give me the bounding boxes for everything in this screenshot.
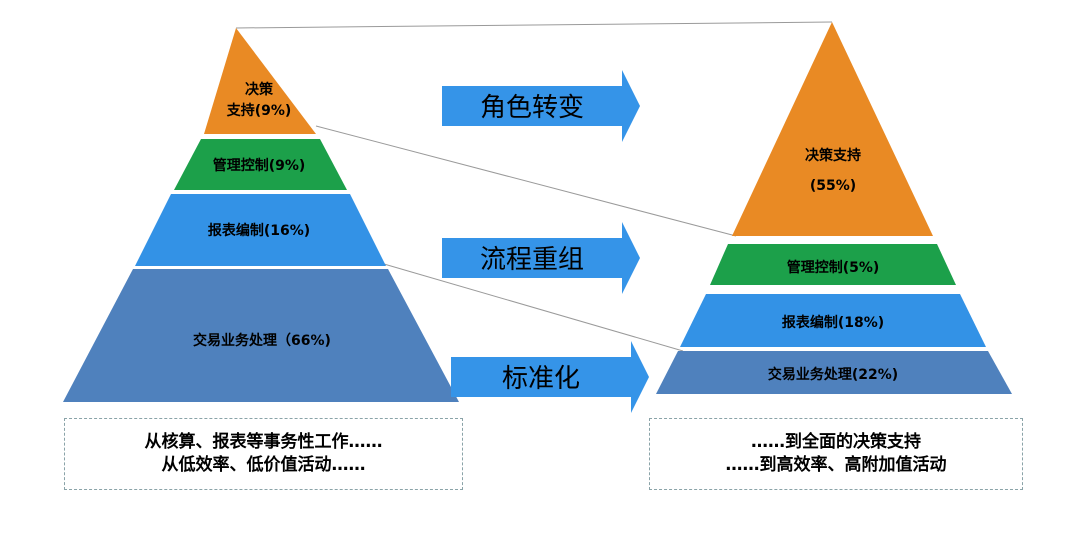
right-segment-decision	[732, 22, 933, 236]
right-segment-report	[680, 294, 986, 347]
arrow-standardization-label: 标准化	[502, 364, 580, 394]
caption-box-left: 从核算、报表等事务性工作…… 从低效率、低价值活动……	[64, 418, 463, 490]
caption-left-line2: 从低效率、低价值活动……	[161, 455, 366, 475]
arrow-role-change	[442, 70, 640, 142]
left-decision-label-line2: 支持(9%)	[226, 102, 292, 119]
right-control-label: 管理控制(5%)	[787, 259, 880, 276]
right-decision-label-line2: (55%)	[810, 178, 856, 194]
caption-box-right: ……到全面的决策支持 ……到高效率、高附加值活动	[649, 418, 1023, 490]
caption-left-line1: 从核算、报表等事务性工作……	[144, 432, 383, 452]
right-pyramid: 决策支持 (55%) 管理控制(5%) 报表编制(18%) 交易业务处理(22%…	[656, 22, 1012, 394]
connector-lines	[235, 21, 833, 352]
left-segment-control	[174, 139, 347, 190]
arrow-process-reengineering	[442, 222, 640, 294]
arrow-process-reengineering-label: 流程重组	[480, 245, 584, 275]
connector-report-to-transaction	[383, 263, 684, 352]
right-segment-transaction	[656, 351, 1012, 394]
right-decision-label-line1: 决策支持	[805, 147, 861, 164]
left-decision-label-line1: 决策	[245, 81, 274, 98]
left-segment-decision	[204, 28, 316, 134]
caption-right-line1: ……到全面的决策支持	[751, 432, 921, 452]
arrow-standardization	[451, 341, 649, 413]
left-segment-report	[135, 194, 386, 266]
arrow-role-change-label: 角色转变	[480, 93, 584, 123]
connector-top	[235, 21, 833, 29]
left-segment-transaction	[63, 269, 459, 402]
left-report-label: 报表编制(16%)	[208, 222, 310, 239]
left-control-label: 管理控制(9%)	[213, 157, 306, 174]
right-report-label: 报表编制(18%)	[782, 314, 884, 331]
left-transaction-label: 交易业务处理（66%)	[193, 332, 331, 349]
transition-arrows: 角色转变 流程重组 标准化	[442, 70, 649, 413]
caption-right-line2: ……到高效率、高附加值活动	[725, 455, 947, 475]
right-segment-control	[710, 244, 956, 285]
left-pyramid: 决策 支持(9%) 管理控制(9%) 报表编制(16%) 交易业务处理（66%)	[63, 28, 459, 402]
right-transaction-label: 交易业务处理(22%)	[768, 366, 898, 383]
connector-decision-to-control	[315, 125, 737, 237]
